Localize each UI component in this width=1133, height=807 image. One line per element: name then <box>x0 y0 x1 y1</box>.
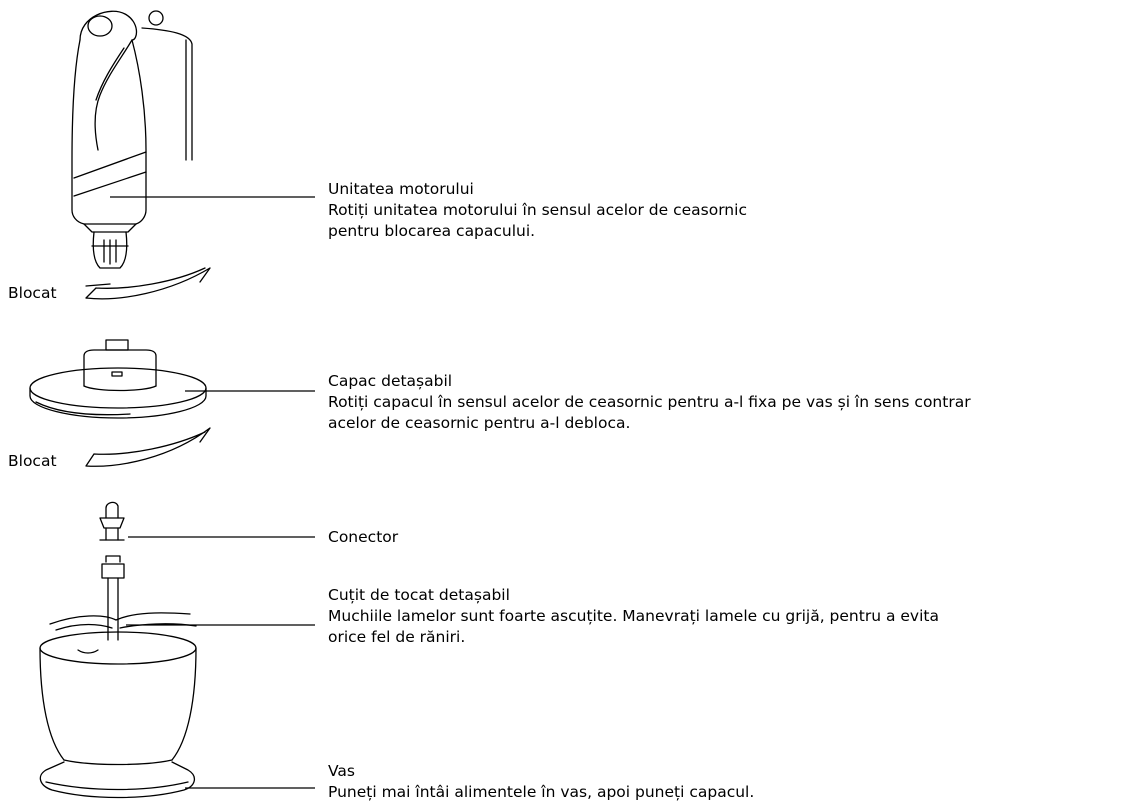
part-description-line: Rotiți capacul în sensul acelor de ceaso… <box>328 393 971 411</box>
lid-illustration <box>29 339 207 419</box>
part-title: Vas <box>328 762 355 780</box>
leader-lines <box>110 196 315 789</box>
connector-illustration <box>99 501 125 541</box>
lock-label: Blocat <box>8 284 57 302</box>
part-description-line: orice fel de răniri. <box>328 628 466 646</box>
part-title: Capac detașabil <box>328 372 453 390</box>
blade-illustration <box>49 555 197 641</box>
part-title: Conector <box>328 528 399 546</box>
part-description-line: Muchiile lamelor sunt foarte ascuțite. M… <box>328 607 939 625</box>
lock-arrow-icon <box>85 427 211 467</box>
lock-label: Blocat <box>8 452 57 470</box>
motor-unit-illustration <box>71 10 193 269</box>
part-title: Cuțit de tocat detașabil <box>328 586 510 604</box>
part-title: Unitatea motorului <box>328 180 474 198</box>
part-description-line: Rotiți unitatea motorului în sensul acel… <box>328 201 747 219</box>
bowl-illustration <box>39 631 197 799</box>
part-description-line: acelor de ceasornic pentru a-l debloca. <box>328 414 631 432</box>
part-description-line: pentru blocarea capacului. <box>328 222 536 240</box>
part-description-line: Puneți mai întâi alimentele în vas, apoi… <box>328 783 755 801</box>
lock-arrow-icon <box>85 267 211 300</box>
